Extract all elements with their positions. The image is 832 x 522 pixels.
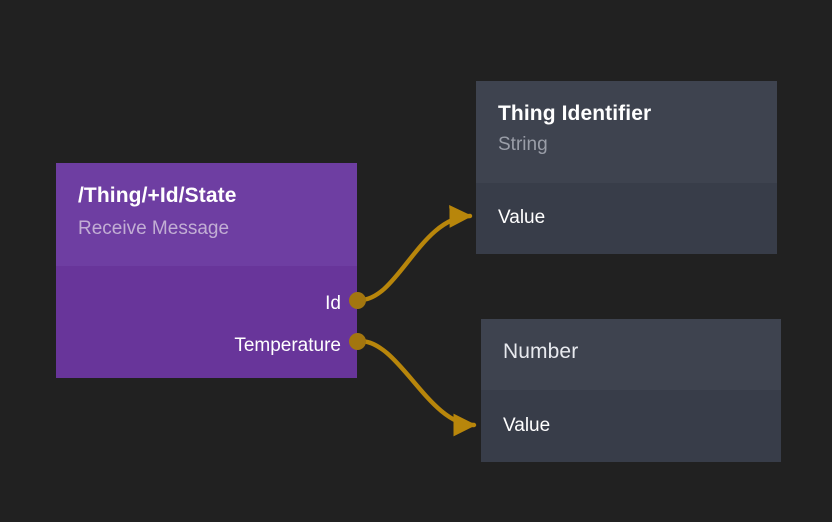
node-title: Thing Identifier [498, 102, 652, 125]
wire-temperature-to-number [357, 338, 477, 437]
output-port-id[interactable]: Id [325, 293, 341, 315]
output-port-dot-id[interactable] [349, 292, 366, 309]
output-port-temperature[interactable]: Temperature [234, 335, 341, 357]
node-subtitle: Receive Message [78, 218, 230, 239]
node-header: Number [481, 319, 781, 390]
node-body: Id Temperature [56, 266, 357, 378]
node-body: Value [476, 183, 777, 254]
node-number[interactable]: Number Value [481, 319, 781, 462]
node-body: Value [481, 390, 781, 462]
wire-id-to-thing-identifier [357, 205, 473, 303]
node-receive-message[interactable]: /Thing/+Id/State Receive Message Id Temp… [56, 163, 357, 378]
node-header: Thing Identifier String [476, 81, 777, 183]
input-port-value[interactable]: Value [503, 415, 550, 437]
node-title: /Thing/+Id/State [78, 184, 237, 207]
node-thing-identifier[interactable]: Thing Identifier String Value [476, 81, 777, 254]
node-subtitle: String [498, 134, 548, 155]
node-title: Number [503, 340, 579, 363]
node-header: /Thing/+Id/State Receive Message [56, 163, 357, 266]
input-port-value[interactable]: Value [498, 207, 545, 229]
input-port-label: Value [498, 207, 546, 228]
output-port-label: Id [325, 293, 341, 314]
output-port-label: Temperature [234, 335, 341, 356]
input-port-label: Value [503, 415, 551, 436]
output-port-dot-temperature[interactable] [349, 333, 366, 350]
